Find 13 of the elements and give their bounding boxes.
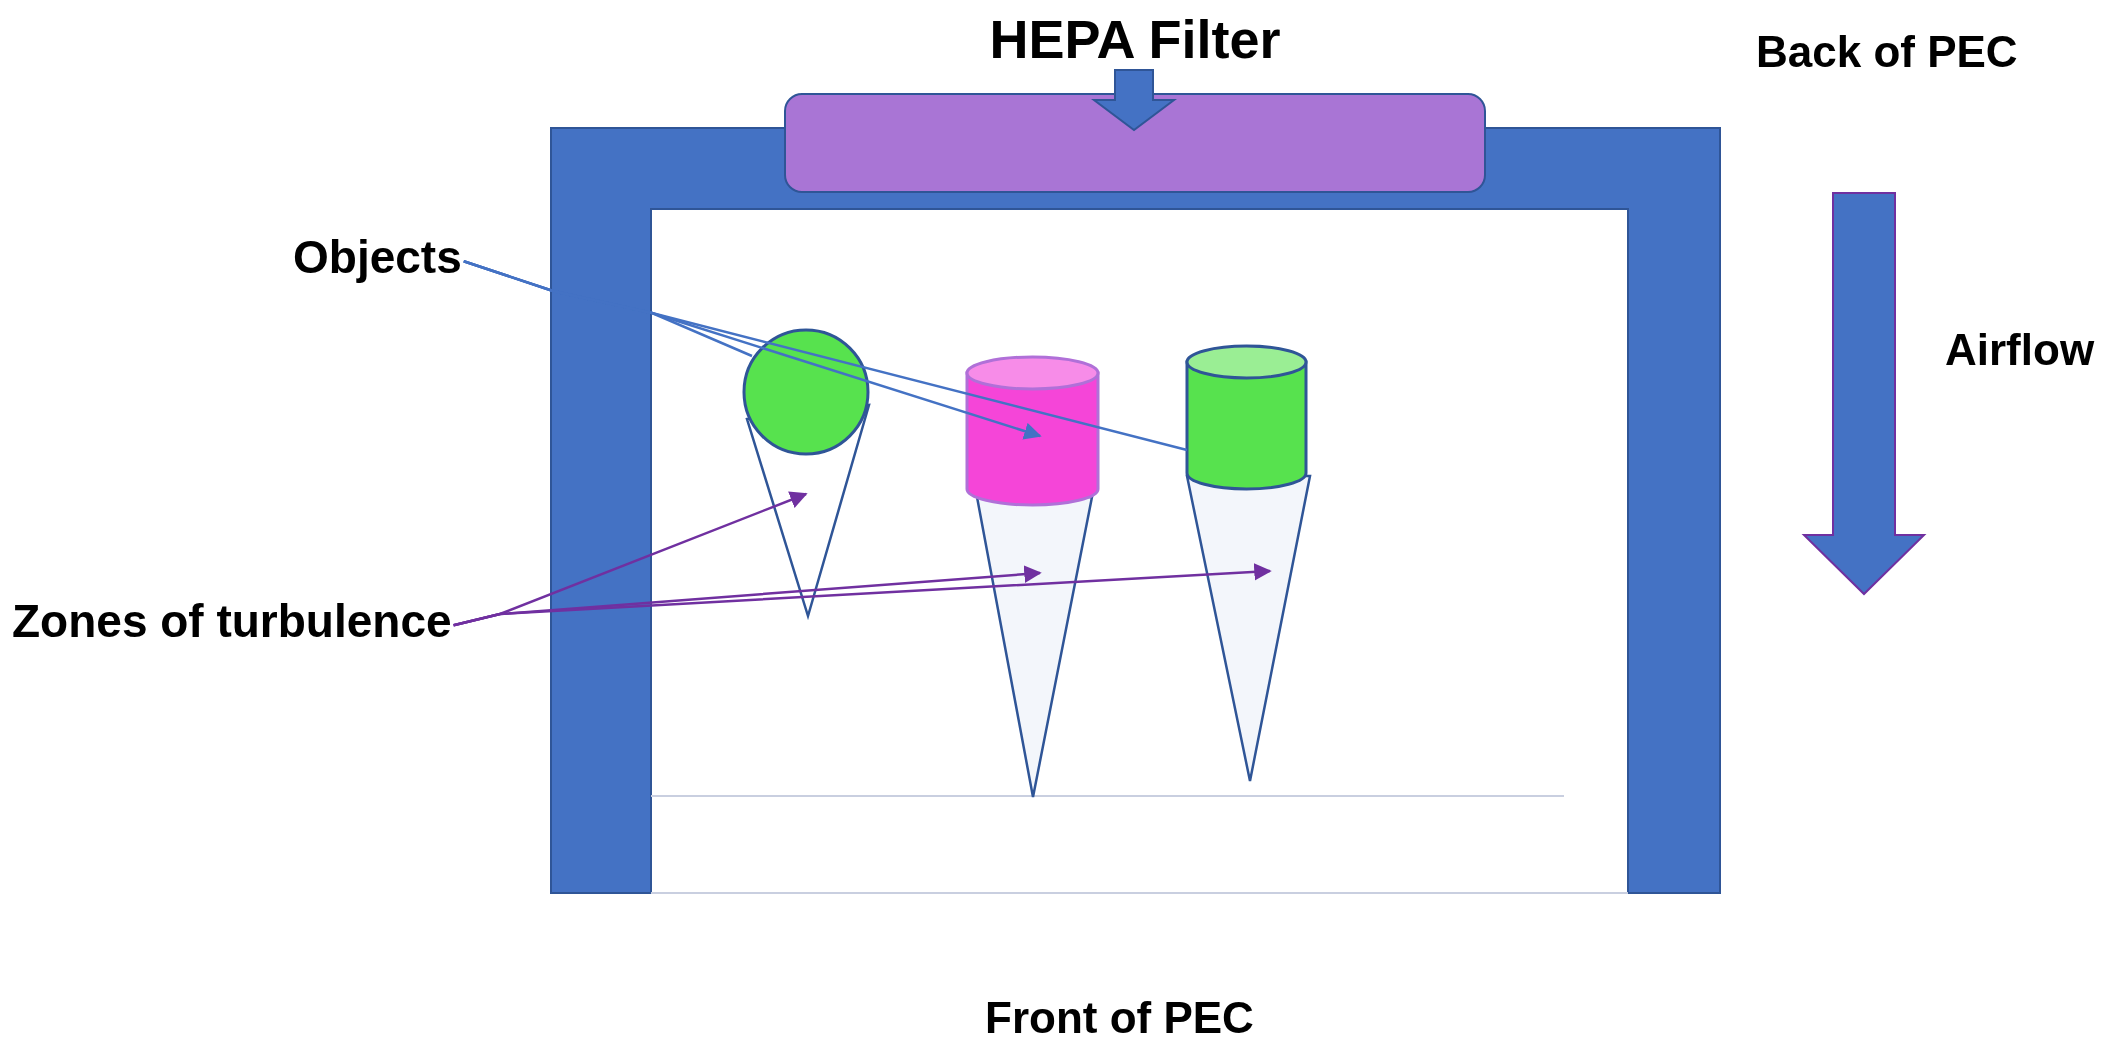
leader-line: [453, 563, 1272, 627]
turbulence-cone: [1185, 474, 1312, 783]
filter-label: HEPA Filter: [988, 10, 1282, 70]
sphere-object: [742, 328, 870, 456]
callout-label: Objects: [293, 232, 462, 283]
area-label: Airflow: [1945, 326, 2095, 375]
turbulence-cone: [975, 495, 1094, 799]
cylinder-object: [1185, 344, 1308, 491]
area-label: Back of PEC: [1756, 28, 2018, 77]
leader-line: [463, 260, 1188, 452]
callout-label: Zones of turbulence: [12, 596, 452, 647]
cylinder-object: [965, 355, 1100, 507]
area-label: Front of PEC: [985, 994, 1254, 1043]
